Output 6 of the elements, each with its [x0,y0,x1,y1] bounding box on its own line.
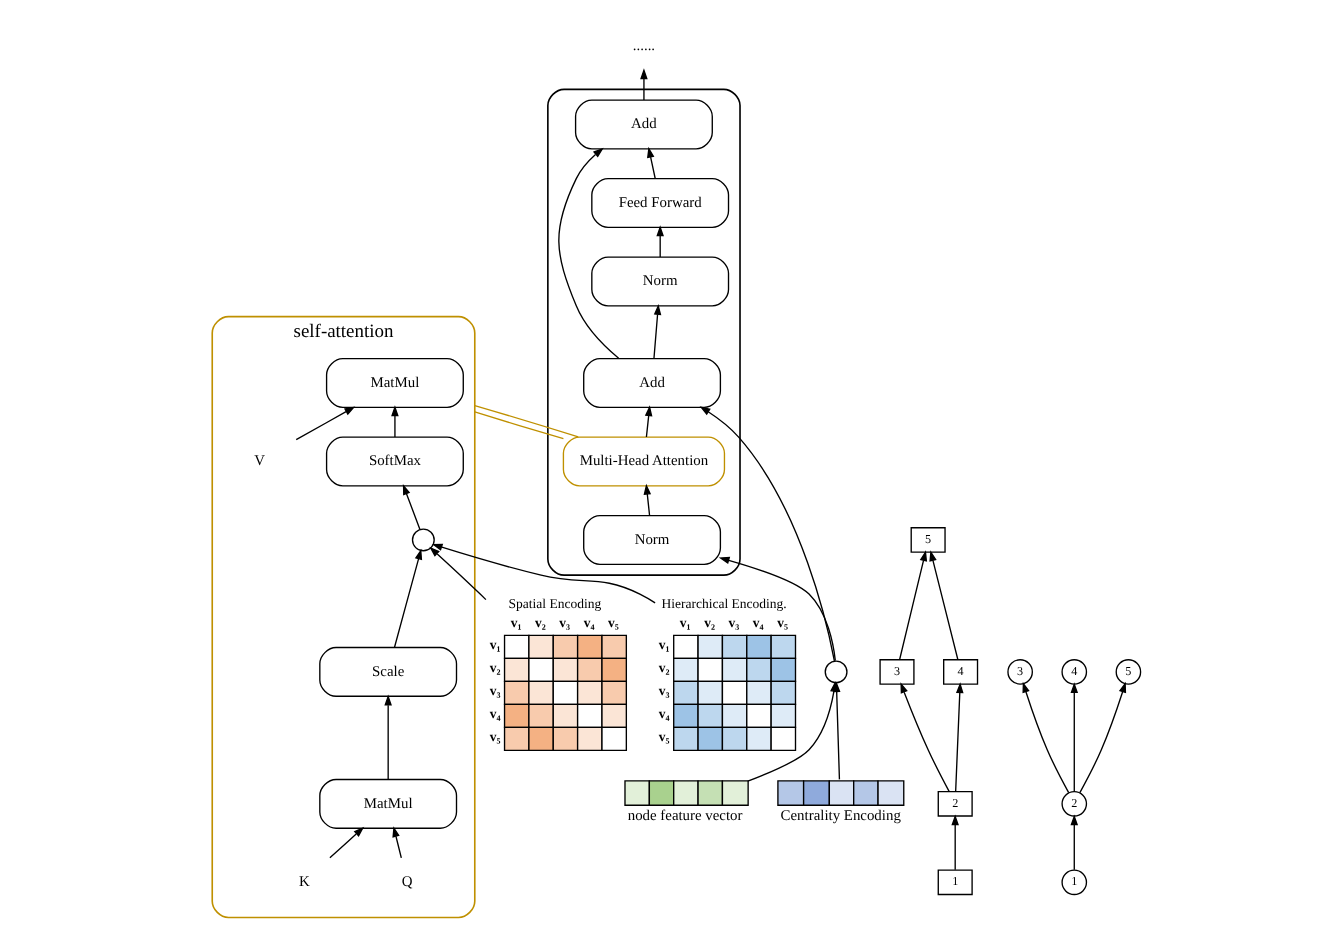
node-text: V [253,451,264,470]
node-label: node feature vector [626,805,742,824]
node-text: K [297,872,309,891]
node-text: Q [400,872,412,891]
node-label: Centrality Encoding [779,805,900,824]
node-text: ...... [631,35,655,54]
